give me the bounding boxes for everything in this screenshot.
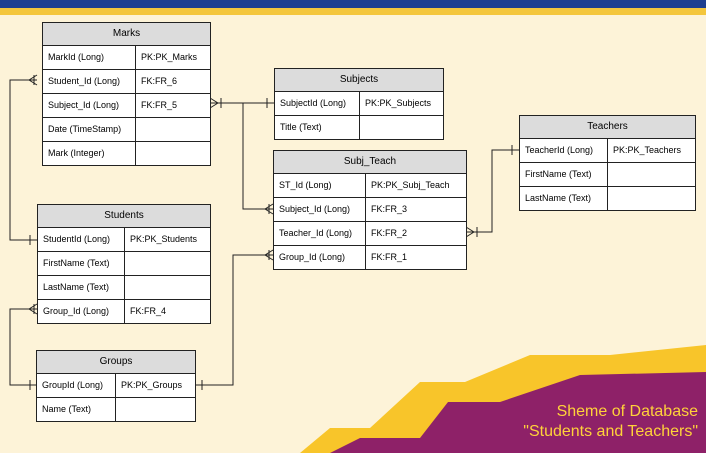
table-row: ST_Id (Long) PK:PK_Subj_Teach <box>274 174 466 198</box>
entity-title: Subj_Teach <box>274 151 466 174</box>
table-row: SubjectId (Long) PK:PK_Subjects <box>275 92 443 116</box>
field-key <box>360 116 365 139</box>
link-subjects-subjteach <box>242 103 274 215</box>
field-key <box>608 187 613 210</box>
field-key: FK:FR_4 <box>130 306 167 316</box>
field-key: FK:FR_3 <box>371 204 408 214</box>
table-row: Student_Id (Long) FK:FR_6 <box>43 70 210 94</box>
top-band-blue <box>0 0 706 8</box>
caption-line-1: Sheme of Database <box>556 403 698 420</box>
field-key: FK:FR_1 <box>371 252 408 262</box>
field-key: PK:PK_Subjects <box>365 98 432 108</box>
field-name: Group_Id (Long) <box>274 246 366 269</box>
entity-groups[interactable]: Groups GroupId (Long) PK:PK_Groups Name … <box>36 350 196 422</box>
link-teachers-subjteach <box>465 145 519 238</box>
entity-subj-teach[interactable]: Subj_Teach ST_Id (Long) PK:PK_Subj_Teach… <box>273 150 467 270</box>
field-name: Subject_Id (Long) <box>274 198 366 221</box>
field-name: StudentId (Long) <box>38 228 125 251</box>
field-name: FirstName (Text) <box>38 252 125 275</box>
link-groups-subjteach <box>195 249 274 390</box>
field-key <box>125 252 130 275</box>
entity-title: Teachers <box>520 116 695 139</box>
field-name: FirstName (Text) <box>520 163 608 186</box>
entity-teachers[interactable]: Teachers TeacherId (Long) PK:PK_Teachers… <box>519 115 696 211</box>
field-key <box>136 118 141 141</box>
table-row: Group_Id (Long) FK:FR_4 <box>38 300 210 323</box>
table-row: GroupId (Long) PK:PK_Groups <box>37 374 195 398</box>
purple-band-shape <box>330 372 706 453</box>
caption-line-2: "Students and Teachers" <box>523 423 698 440</box>
field-key: FK:FR_2 <box>371 228 408 238</box>
entity-title: Groups <box>37 351 195 374</box>
table-row: FirstName (Text) <box>520 163 695 187</box>
field-key: PK:PK_Groups <box>121 380 183 390</box>
diagram-caption: Sheme of Database "Students and Teachers… <box>523 402 698 442</box>
field-name: GroupId (Long) <box>37 374 116 397</box>
table-row: TeacherId (Long) PK:PK_Teachers <box>520 139 695 163</box>
link-subjects-marks <box>209 97 274 109</box>
field-name: Group_Id (Long) <box>38 300 125 323</box>
field-name: Title (Text) <box>275 116 360 139</box>
field-name: LastName (Text) <box>520 187 608 210</box>
field-name: Teacher_Id (Long) <box>274 222 366 245</box>
field-name: LastName (Text) <box>38 276 125 299</box>
field-name: Subject_Id (Long) <box>43 94 136 117</box>
field-key <box>116 398 121 421</box>
table-row: Group_Id (Long) FK:FR_1 <box>274 246 466 269</box>
table-row: StudentId (Long) PK:PK_Students <box>38 228 210 252</box>
entity-students[interactable]: Students StudentId (Long) PK:PK_Students… <box>37 204 211 324</box>
entity-subjects[interactable]: Subjects SubjectId (Long) PK:PK_Subjects… <box>274 68 444 140</box>
field-key: FK:FR_6 <box>141 76 178 86</box>
field-name: ST_Id (Long) <box>274 174 366 197</box>
table-row: Name (Text) <box>37 398 195 421</box>
entity-title: Subjects <box>275 69 443 92</box>
field-key: PK:PK_Teachers <box>613 145 682 155</box>
field-name: Mark (Integer) <box>43 142 136 165</box>
table-row: FirstName (Text) <box>38 252 210 276</box>
table-row: Subject_Id (Long) FK:FR_3 <box>274 198 466 222</box>
table-row: MarkId (Long) PK:PK_Marks <box>43 46 210 70</box>
table-row: LastName (Text) <box>520 187 695 210</box>
field-key: PK:PK_Students <box>130 234 198 244</box>
table-row: Title (Text) <box>275 116 443 139</box>
field-name: Date (TimeStamp) <box>43 118 136 141</box>
link-groups-students <box>9 303 38 390</box>
entity-title: Students <box>38 205 210 228</box>
table-row: Mark (Integer) <box>43 142 210 165</box>
top-band-yellow <box>0 8 706 15</box>
field-key: FK:FR_5 <box>141 100 178 110</box>
field-name: Student_Id (Long) <box>43 70 136 93</box>
field-name: MarkId (Long) <box>43 46 136 69</box>
field-name: Name (Text) <box>37 398 116 421</box>
field-key: PK:PK_Marks <box>141 52 198 62</box>
link-students-marks <box>9 74 38 245</box>
entity-marks[interactable]: Marks MarkId (Long) PK:PK_Marks Student_… <box>42 22 211 166</box>
table-row: LastName (Text) <box>38 276 210 300</box>
field-key <box>125 276 130 299</box>
field-key <box>608 163 613 186</box>
table-row: Teacher_Id (Long) FK:FR_2 <box>274 222 466 246</box>
field-name: TeacherId (Long) <box>520 139 608 162</box>
table-row: Date (TimeStamp) <box>43 118 210 142</box>
table-row: Subject_Id (Long) FK:FR_5 <box>43 94 210 118</box>
entity-title: Marks <box>43 23 210 46</box>
field-key: PK:PK_Subj_Teach <box>371 180 450 190</box>
field-key <box>136 142 141 165</box>
field-name: SubjectId (Long) <box>275 92 360 115</box>
